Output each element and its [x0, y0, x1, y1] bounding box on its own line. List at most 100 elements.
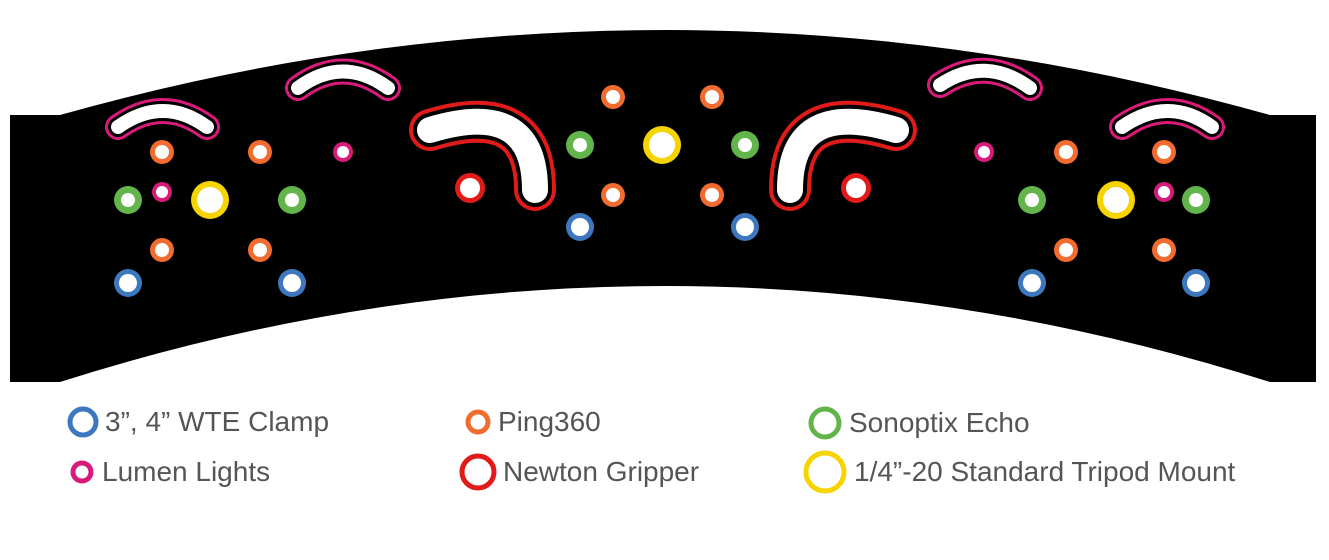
tripod-mount-hole: [191, 181, 229, 219]
ping360-hole-center: [253, 145, 267, 159]
ping360-hole-center: [253, 243, 267, 257]
lumen-lights-slot-opening: [1115, 104, 1219, 134]
wte-clamp-hole: [731, 213, 759, 241]
wte-clamp-hole-center: [571, 218, 589, 236]
lumen-lights-hole: [1154, 182, 1174, 202]
ping360-hole: [601, 183, 625, 207]
wte-clamp-hole-center: [1187, 274, 1205, 292]
sonoptix-echo-hole: [114, 186, 142, 214]
legend-ping360-label: Ping360: [498, 406, 601, 437]
ping360-hole-center: [1059, 145, 1073, 159]
lumen-lights-hole: [333, 142, 353, 162]
newton-gripper-slot: [769, 100, 917, 211]
lumen-lights-slot-opening: [111, 104, 214, 134]
sonoptix-echo-hole-center: [1025, 193, 1039, 207]
wte-clamp-hole-center: [736, 218, 754, 236]
newton-gripper-slot-opening: [777, 108, 909, 203]
newton-gripper-hole-center: [460, 178, 480, 198]
newton-gripper-hole-center: [846, 178, 866, 198]
newton-gripper-slot-opening: [417, 108, 548, 203]
legend-wte-clamp: 3”, 4” WTE Clamp: [65, 404, 329, 440]
legend-lumen-lights-ring: [70, 460, 94, 484]
tripod-mount-hole-center: [197, 187, 223, 213]
ping360-hole-center: [606, 90, 620, 104]
tripod-mount-hole-center: [1103, 187, 1129, 213]
ping360-hole: [1054, 140, 1078, 164]
newton-gripper-hole: [841, 173, 871, 203]
ping360-hole-center: [155, 243, 169, 257]
sonoptix-echo-hole: [566, 131, 594, 159]
ping360-hole: [248, 238, 272, 262]
newton-gripper-slot: [409, 100, 556, 211]
ping360-hole: [1152, 140, 1176, 164]
legend-newton-gripper-label: Newton Gripper: [503, 456, 700, 487]
wte-clamp-hole-center: [119, 274, 137, 292]
tripod-mount-hole: [1097, 181, 1135, 219]
lumen-lights-slot: [285, 58, 401, 101]
lumen-lights-hole-center: [1158, 186, 1170, 198]
wte-clamp-hole: [1018, 269, 1046, 297]
ping360-hole: [700, 85, 724, 109]
ping360-hole: [700, 183, 724, 207]
legend-ping360-ring: [465, 409, 491, 435]
lumen-lights-slot: [927, 57, 1043, 101]
ping360-hole: [1054, 238, 1078, 262]
wte-clamp-hole-center: [1023, 274, 1041, 292]
ping360-hole: [248, 140, 272, 164]
mounting-holes: [114, 85, 1210, 297]
green-ring-icon: [808, 406, 842, 440]
ping360-hole: [150, 140, 174, 164]
ping360-hole-center: [155, 145, 169, 159]
lumen-lights-hole-center: [978, 146, 990, 158]
mounting-plate: [10, 30, 1316, 382]
ping360-hole-center: [705, 90, 719, 104]
magenta-ring-icon: [70, 460, 94, 484]
tripod-mount-hole: [643, 126, 681, 164]
legend-tripod-mount-label: 1/4”-20 Standard Tripod Mount: [854, 456, 1236, 487]
orange-ring-icon: [465, 409, 491, 435]
wte-clamp-hole: [566, 213, 594, 241]
newton-gripper-hole: [455, 173, 485, 203]
legend-newton-gripper: Newton Gripper: [457, 451, 699, 493]
wte-clamp-hole: [114, 269, 142, 297]
lumen-lights-hole: [152, 182, 172, 202]
ping360-hole-center: [705, 188, 719, 202]
legend-sonoptix-echo-ring: [808, 406, 842, 440]
legend-tripod-mount: 1/4”-20 Standard Tripod Mount: [800, 448, 1235, 496]
ping360-hole: [601, 85, 625, 109]
red-ring-icon: [459, 453, 497, 491]
yellow-ring-icon: [803, 450, 847, 494]
blue-ring-icon: [67, 406, 99, 438]
ping360-hole: [1152, 238, 1176, 262]
legend-ping360: Ping360: [462, 406, 601, 438]
tripod-mount-hole-center: [649, 132, 675, 158]
lumen-lights-slot: [105, 98, 220, 140]
legend-sonoptix-echo-label: Sonoptix Echo: [849, 407, 1030, 438]
legend-lumen-lights-label: Lumen Lights: [102, 456, 271, 487]
lumen-lights-hole-center: [337, 146, 349, 158]
lumen-lights-slot: [1109, 98, 1225, 140]
legend-wte-clamp-ring: [67, 406, 99, 438]
ping360-hole-center: [1157, 145, 1171, 159]
sonoptix-echo-hole: [278, 186, 306, 214]
wte-clamp-hole: [1182, 269, 1210, 297]
legend-lumen-lights: Lumen Lights: [66, 456, 270, 488]
sonoptix-echo-hole: [1182, 186, 1210, 214]
lumen-lights-hole-center: [156, 186, 168, 198]
mounting-plate-diagram: [10, 30, 1316, 382]
wte-clamp-hole-center: [283, 274, 301, 292]
ping360-hole-center: [1157, 243, 1171, 257]
lumen-lights-slot-opening: [291, 64, 395, 95]
legend-wte-clamp-label: 3”, 4” WTE Clamp: [105, 406, 330, 437]
ping360-hole: [150, 238, 174, 262]
legend-newton-gripper-ring: [459, 453, 497, 491]
sonoptix-echo-hole-center: [121, 193, 135, 207]
sonoptix-echo-hole-center: [738, 138, 752, 152]
wte-clamp-hole: [278, 269, 306, 297]
legend-tripod-mount-ring: [803, 450, 847, 494]
legend-sonoptix-echo: Sonoptix Echo: [805, 404, 1030, 442]
sonoptix-echo-hole: [731, 131, 759, 159]
sonoptix-echo-hole-center: [285, 193, 299, 207]
ping360-hole-center: [606, 188, 620, 202]
mounting-slots: [105, 57, 1225, 211]
